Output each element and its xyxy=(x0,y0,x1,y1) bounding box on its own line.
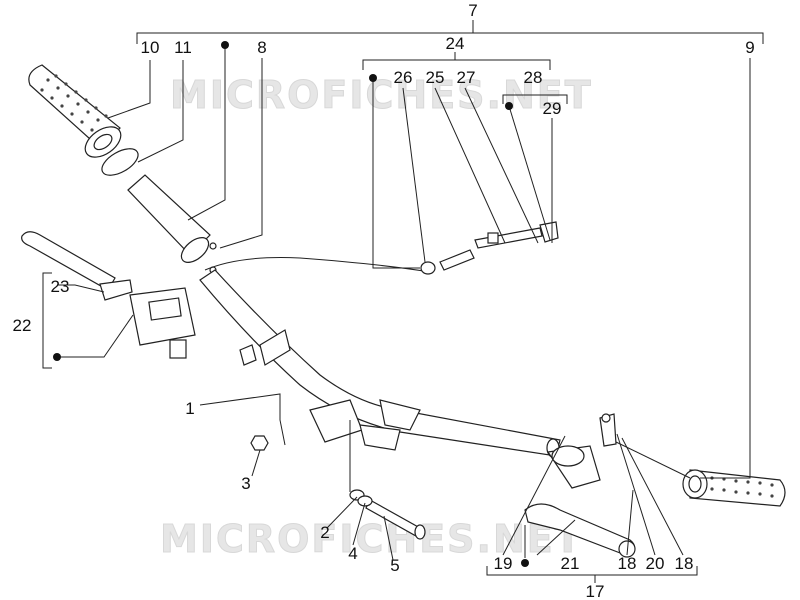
washer-11 xyxy=(101,148,139,176)
label-18-left: 18 xyxy=(618,554,637,573)
label-25: 25 xyxy=(426,68,445,87)
right-grip xyxy=(682,469,786,507)
cable-end-fittings xyxy=(439,221,559,271)
label-9: 9 xyxy=(745,38,754,57)
dot-marker-26 xyxy=(369,74,377,82)
center-clamp xyxy=(309,399,421,451)
bracket-22 xyxy=(42,272,52,369)
label-26: 26 xyxy=(394,68,413,87)
nut-3 xyxy=(250,435,269,451)
bracket-7 xyxy=(136,20,764,44)
label-2: 2 xyxy=(320,523,329,542)
dot-marker-8 xyxy=(221,41,229,49)
label-23: 23 xyxy=(51,277,70,296)
label-10: 10 xyxy=(141,38,160,57)
label-22: 22 xyxy=(13,316,32,335)
label-29: 29 xyxy=(543,99,562,118)
bolt-5 xyxy=(349,489,426,540)
label-24: 24 xyxy=(446,34,465,53)
label-28: 28 xyxy=(524,68,543,87)
label-19: 19 xyxy=(494,554,513,573)
label-20: 20 xyxy=(646,554,665,573)
label-27: 27 xyxy=(457,68,476,87)
left-grip xyxy=(28,64,122,158)
dot-marker-22 xyxy=(53,353,61,361)
throttle-tube xyxy=(127,174,217,274)
dot-marker-17 xyxy=(521,559,529,567)
label-3: 3 xyxy=(241,474,250,493)
label-11: 11 xyxy=(174,38,192,57)
label-8: 8 xyxy=(257,38,266,57)
label-17: 17 xyxy=(586,582,605,600)
bracket-28 xyxy=(502,94,568,104)
left-brake-lever xyxy=(21,231,133,301)
label-1: 1 xyxy=(185,399,194,418)
cable-adjuster xyxy=(420,261,436,275)
bracket-17 xyxy=(486,566,698,583)
label-5: 5 xyxy=(390,556,399,575)
label-7: 7 xyxy=(468,1,477,20)
master-cylinder xyxy=(129,287,196,359)
label-18-right: 18 xyxy=(675,554,694,573)
label-21: 21 xyxy=(561,554,580,573)
bracket-24 xyxy=(362,52,551,70)
label-4: 4 xyxy=(348,544,357,563)
leader-lines xyxy=(57,45,751,561)
dot-marker-29 xyxy=(505,102,513,110)
throttle-cable xyxy=(204,257,431,273)
right-lever-assembly xyxy=(524,413,636,558)
